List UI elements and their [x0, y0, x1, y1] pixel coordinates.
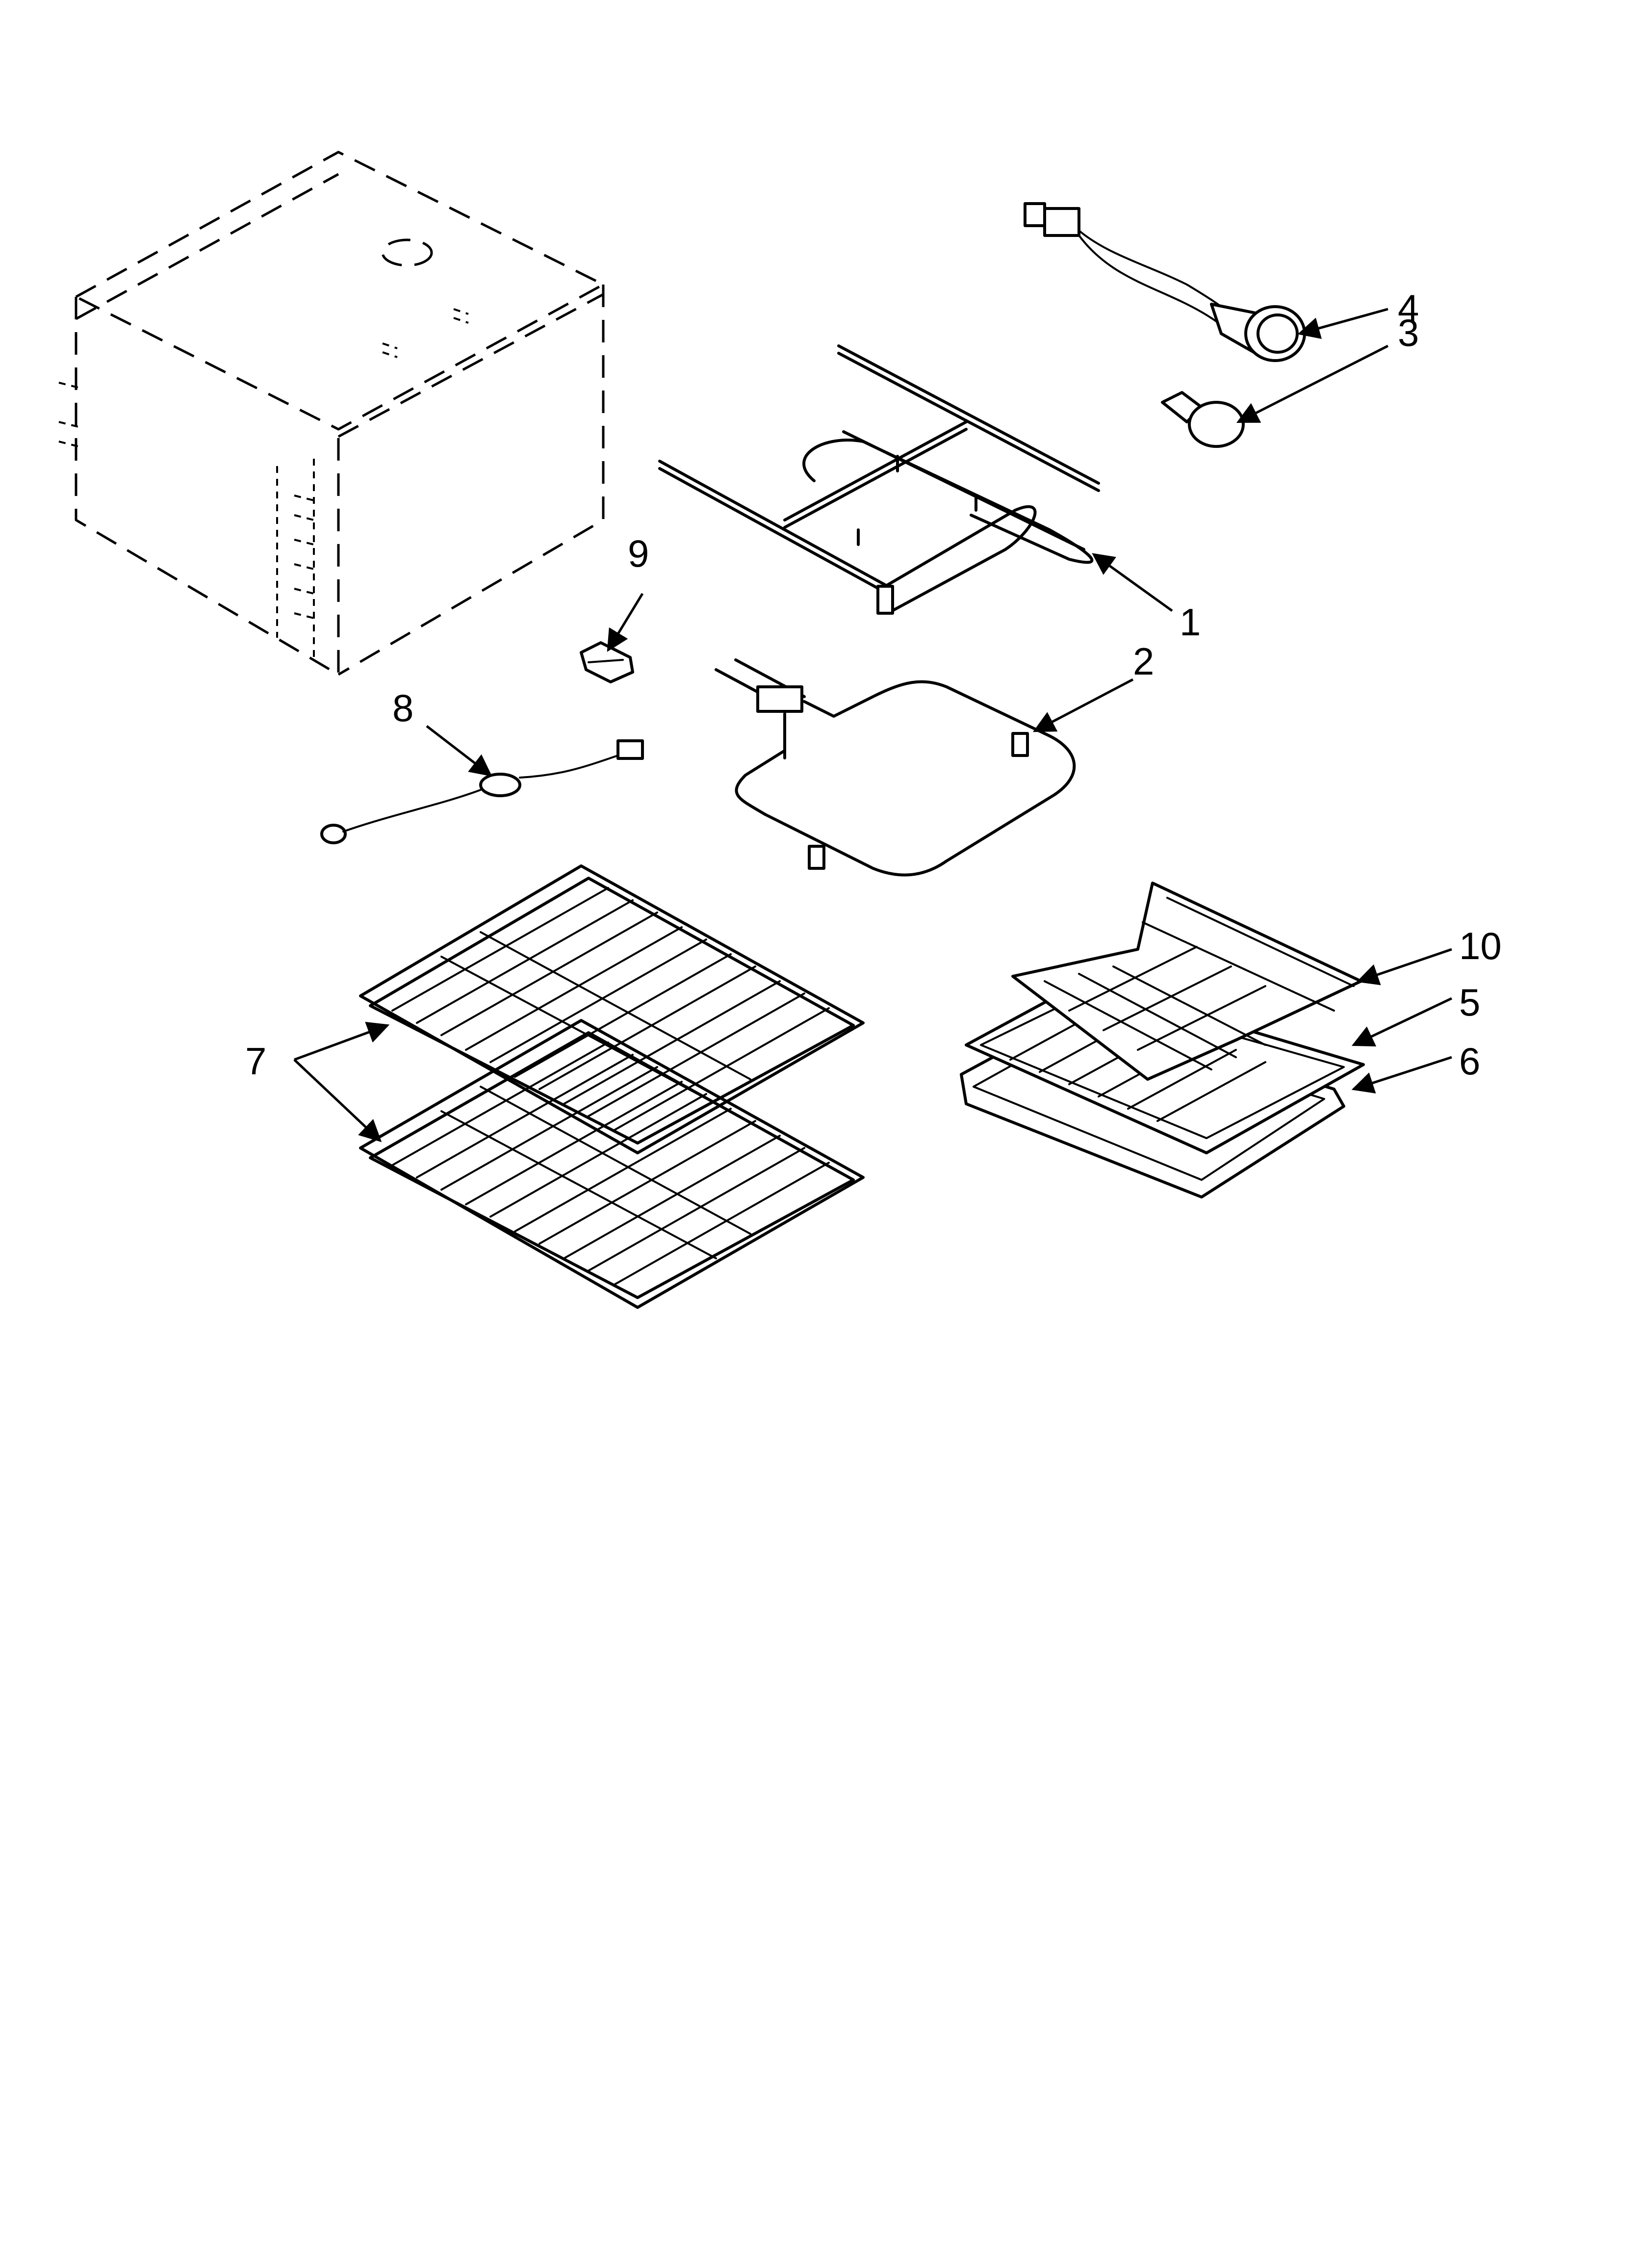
broil-element: [658, 344, 1100, 615]
oven-rack-upper: [359, 864, 865, 1154]
light-bulb: [1161, 391, 1245, 448]
callout-8: 8: [392, 686, 413, 730]
oven-rack-lower: [359, 1019, 865, 1309]
oven-cavity-outline: [58, 151, 605, 676]
light-socket-assembly: [1024, 202, 1306, 362]
callout-2: 2: [1133, 640, 1154, 683]
temperature-sensor: [320, 739, 644, 844]
bake-element: [715, 658, 1076, 877]
callout-4: 4: [1398, 287, 1419, 330]
callout-9: 9: [628, 532, 649, 575]
callout-6: 6: [1459, 1040, 1480, 1083]
callout-5: 5: [1459, 981, 1480, 1024]
leader-lines: [293, 308, 1453, 1143]
element-clip: [580, 641, 634, 683]
callout-3: 3: [1398, 311, 1419, 354]
callout-7: 7: [245, 1040, 266, 1083]
callout-1: 1: [1180, 600, 1201, 644]
callout-10: 10: [1459, 924, 1502, 967]
